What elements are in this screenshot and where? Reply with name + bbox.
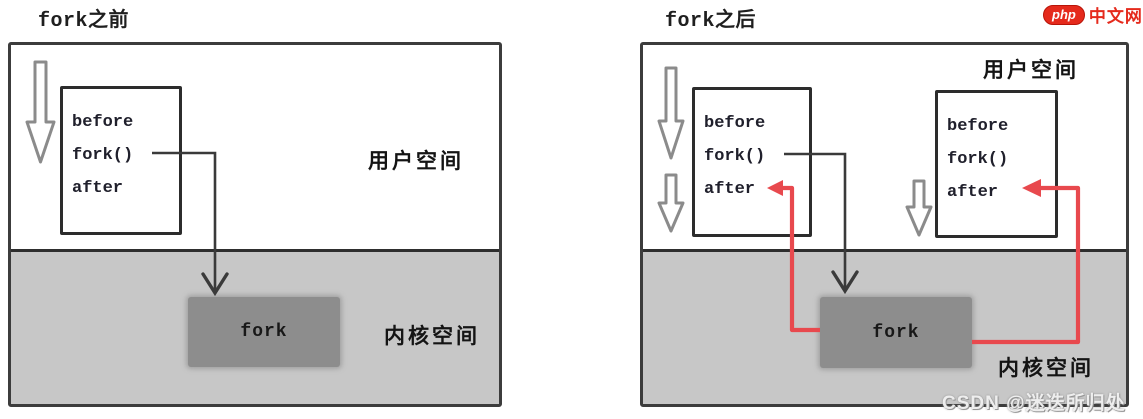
right-kernel-space-label: 内核空间 — [998, 357, 1094, 380]
left-code-box: before fork() after — [60, 86, 182, 235]
left-fork-kernel-box: fork — [188, 297, 340, 367]
left-user-space-label: 用户空间 — [368, 150, 464, 173]
pc-arrow-down-icon — [25, 60, 56, 164]
right-user-space-label: 用户空间 — [983, 59, 1079, 82]
csdn-watermark: CSDN @迷迭所归处 — [942, 393, 1126, 414]
php-logo-text: 中文网 — [1088, 7, 1143, 26]
code-line-after: after — [947, 183, 999, 202]
child-code-box: before fork() after — [935, 90, 1058, 238]
code-line-fork: fork() — [704, 147, 766, 166]
right-fork-kernel-box: fork — [820, 297, 972, 368]
code-line-before: before — [72, 113, 134, 132]
right-diagram-title: fork之后 — [665, 10, 757, 33]
code-line-after: after — [704, 180, 756, 199]
left-kernel-space-label: 内核空间 — [384, 325, 480, 348]
code-line-fork: fork() — [72, 146, 134, 165]
php-logo-badge: php — [1043, 4, 1085, 25]
left-fork-label: fork — [240, 322, 288, 342]
parent-pc-arrow-top-icon — [657, 66, 685, 160]
code-line-fork: fork() — [947, 150, 1009, 169]
parent-code-box: before fork() after — [692, 87, 812, 237]
code-line-before: before — [947, 117, 1009, 136]
parent-pc-arrow-bottom-icon — [657, 173, 685, 233]
child-pc-arrow-icon — [905, 179, 933, 237]
left-diagram-title: fork之前 — [38, 10, 130, 33]
php-cn-logo: php 中文网 — [1043, 2, 1143, 27]
code-line-before: before — [704, 114, 766, 133]
code-line-after: after — [72, 179, 124, 198]
right-fork-label: fork — [872, 322, 920, 343]
